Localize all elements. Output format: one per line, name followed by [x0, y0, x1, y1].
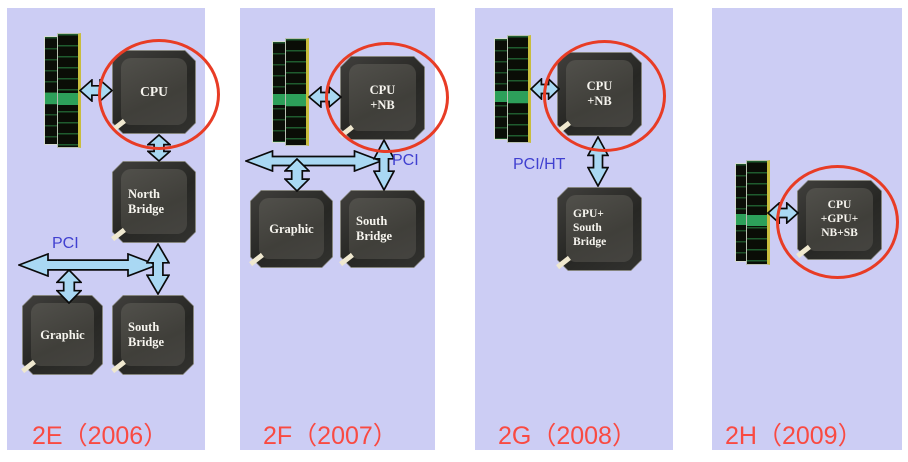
- dimm-green-band: [736, 214, 751, 226]
- panel-2h-2009: CPU +GPU+ NB+SB 2H（2009）: [712, 8, 902, 450]
- dimm-bar: [285, 38, 309, 146]
- chip-die: [349, 198, 416, 259]
- dimm-green-band: [45, 92, 60, 105]
- chip-label: Graphic: [40, 327, 85, 342]
- dimm-green-band: [58, 92, 78, 106]
- cpu-highlight-circle: [543, 40, 666, 152]
- chip-label: Graphic: [269, 221, 314, 236]
- dimm-green-band: [508, 91, 528, 103]
- era-caption: 2E（2006）: [32, 422, 169, 450]
- dimm-module-icon: [735, 160, 770, 265]
- dimm-green-band: [747, 214, 767, 226]
- dimm-bar: [44, 36, 61, 145]
- era-caption: 2H（2009）: [725, 422, 863, 450]
- dimm-green-band: [495, 91, 510, 102]
- dimm-bar: [57, 33, 81, 148]
- era-caption: 2F（2007）: [263, 422, 398, 450]
- chip-label: North Bridge: [128, 187, 165, 216]
- chip-die: [566, 195, 633, 262]
- peripheral-bus-arrow: [243, 149, 384, 173]
- panel-2g-2008: CPU +NB GPU+ South Bridge PCI/HT 2G（2008…: [475, 8, 673, 450]
- cpu-highlight-circle: [325, 42, 449, 153]
- northbridge-southbridge-arrow: [145, 242, 171, 296]
- panel-2f-2007: CPU +NB Graphic South Bridge PCI 2F（2007…: [240, 8, 449, 450]
- dimm-bar: [507, 35, 531, 143]
- pci-bus-arrow: [16, 252, 160, 278]
- graphic-chip: Graphic: [249, 190, 333, 268]
- chip-label: GPU+ South Bridge: [573, 208, 607, 248]
- gpu-south-bridge-chip: GPU+ South Bridge: [556, 187, 642, 271]
- south-bridge-chip: South Bridge: [111, 295, 194, 375]
- north-bridge-chip: North Bridge: [111, 161, 196, 243]
- dimm-green-band: [273, 94, 288, 105]
- era-caption: 2G（2008）: [498, 422, 637, 450]
- pci-bus-label: PCI: [52, 235, 79, 252]
- chip-die: [31, 303, 94, 366]
- dimm-module-icon: [494, 35, 531, 143]
- cpu-highlight-circle: [776, 165, 899, 279]
- chip-die: [259, 198, 324, 259]
- dimm-green-band: [286, 94, 306, 106]
- dimm-module-icon: [272, 38, 309, 146]
- panel-2e-2006: CPU North Bridge Graphic South Bridge: [7, 8, 220, 450]
- dimm-module-icon: [44, 33, 81, 148]
- graphic-bus-arrow: [54, 268, 84, 305]
- chip-label: South Bridge: [356, 214, 393, 243]
- south-bridge-chip: South Bridge: [339, 190, 425, 268]
- pci-bus-label: PCI: [392, 152, 419, 169]
- cpu-highlight-circle: [98, 39, 220, 150]
- chip-label: South Bridge: [128, 320, 165, 349]
- chip-die: [121, 303, 185, 366]
- pci-ht-bus-label: PCI/HT: [513, 156, 566, 173]
- dimm-bar: [494, 38, 511, 140]
- chip-die: [121, 169, 187, 234]
- graphic-chip: Graphic: [21, 295, 103, 375]
- graphic-bus-arrow: [282, 157, 312, 193]
